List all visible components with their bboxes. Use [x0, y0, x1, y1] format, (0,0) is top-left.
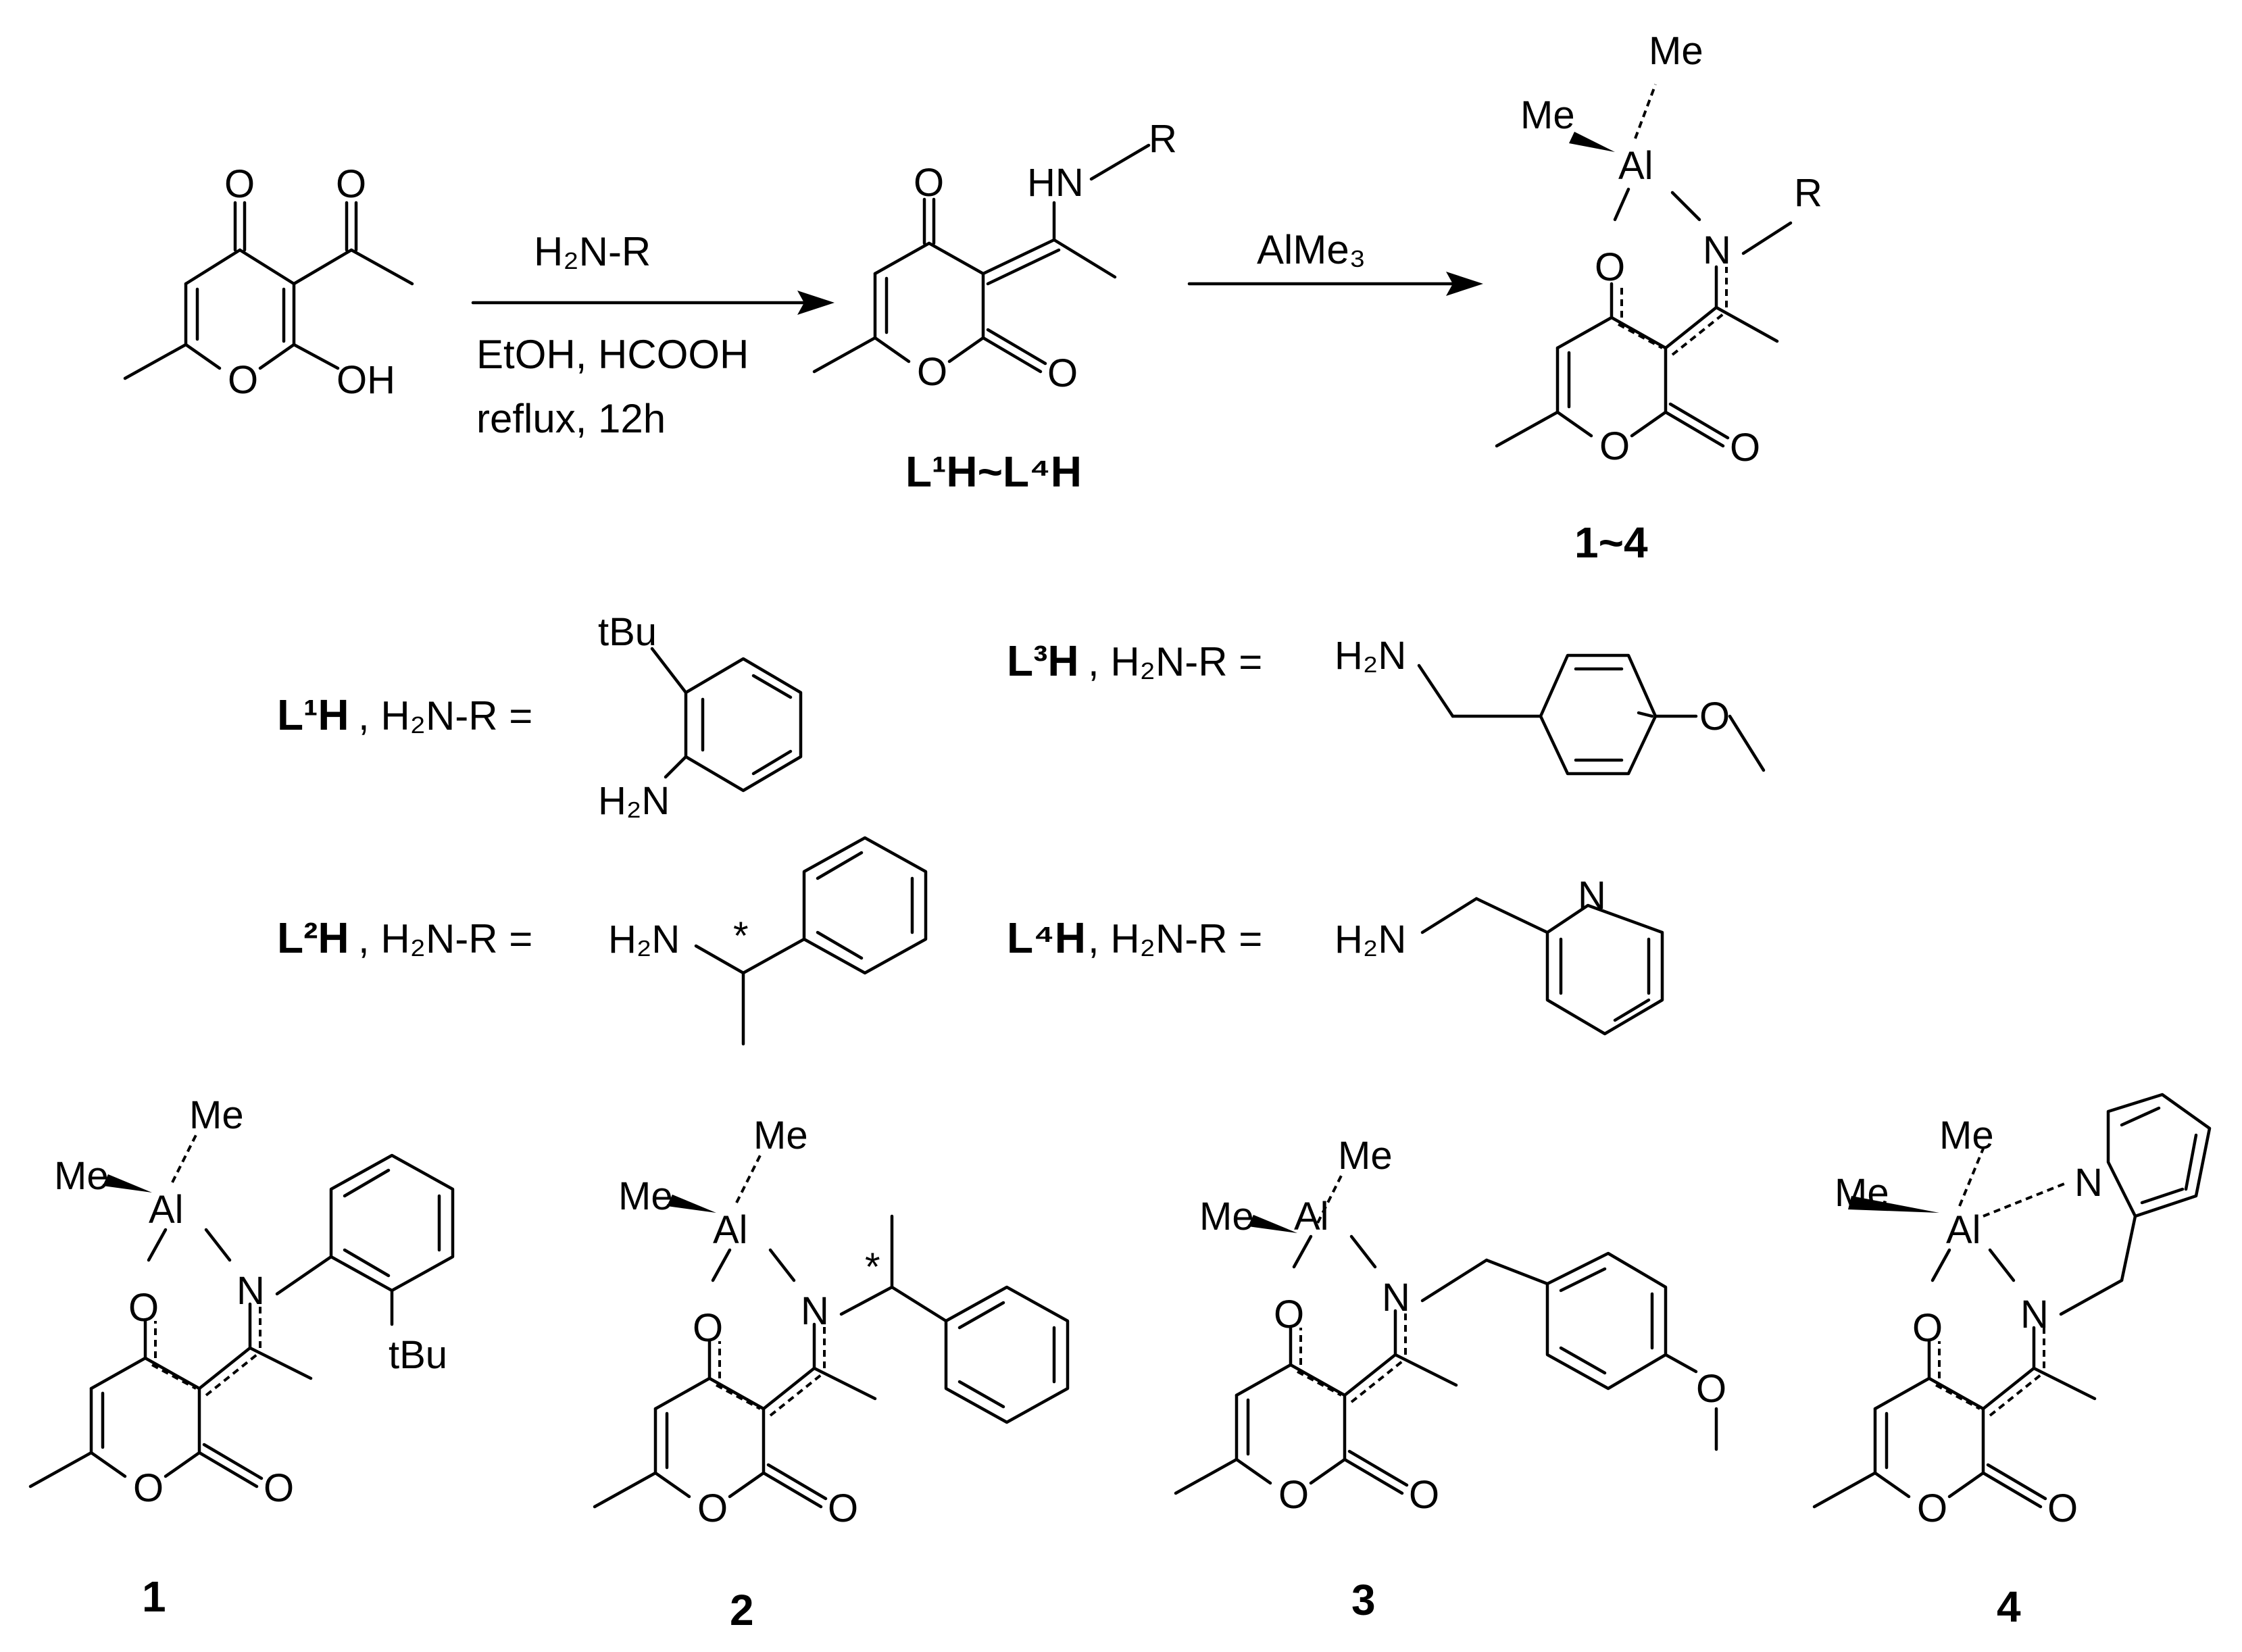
ring-O: O — [1599, 424, 1630, 468]
atom-Me: Me — [54, 1154, 109, 1198]
atom-H2N: H₂N — [598, 779, 670, 823]
label-complex-3: 3 — [1351, 1576, 1376, 1624]
atom-O: O — [1696, 1367, 1726, 1411]
reagent-almet3: AlMe₃ — [1257, 227, 1366, 272]
atom-Al: Al — [713, 1208, 748, 1252]
atom-O: O — [1047, 351, 1078, 395]
ring-O: O — [917, 350, 947, 394]
atom-Me: Me — [618, 1174, 673, 1218]
reagent-solvent: EtOH, HCOOH — [476, 332, 749, 377]
atom-O: O — [336, 162, 366, 206]
def-l3h: L³H , H₂N-R = H₂N O — [1007, 634, 1766, 776]
atom-N: N — [2020, 1293, 2049, 1336]
atom-O: O — [1912, 1306, 1943, 1350]
atom-Me: Me — [1835, 1171, 1889, 1215]
atom-O: O — [1274, 1293, 1304, 1336]
atom-Me: Me — [1649, 29, 1703, 73]
chiral-star: * — [733, 914, 749, 958]
label-l2h: L²H — [277, 913, 349, 962]
atom-Me: Me — [1338, 1134, 1393, 1178]
chiral-star: * — [865, 1245, 880, 1289]
arrow-step2 — [1187, 272, 1483, 296]
arrow-step1 — [471, 291, 834, 315]
atom-O: O — [1409, 1473, 1439, 1517]
atom-R: R — [1149, 117, 1177, 161]
atom-Al: Al — [1946, 1208, 1981, 1252]
ring-O: O — [1917, 1486, 1947, 1530]
label-l1h: L¹H — [277, 691, 349, 739]
atom-O: O — [1730, 426, 1760, 470]
def-l1h: L¹H , H₂N-R = tBu H₂N — [277, 610, 803, 823]
reagent-amine: H₂N-R — [534, 229, 651, 274]
dehydroacetic-acid: O O O OH — [123, 162, 414, 402]
def-l4h: L⁴H , H₂N-R = H₂N N — [1007, 874, 1664, 1036]
label-complex-1: 1 — [142, 1572, 166, 1621]
atom-R: R — [1794, 171, 1822, 215]
atom-Me: Me — [1520, 93, 1575, 137]
atom-Me: Me — [753, 1113, 808, 1157]
label-l3h: L³H — [1007, 636, 1079, 685]
ring-O: O — [697, 1486, 728, 1530]
label-complex-2: 2 — [730, 1586, 754, 1634]
atom-O: O — [264, 1466, 294, 1510]
atom-O: O — [1699, 695, 1730, 739]
atom-O: O — [224, 162, 255, 206]
atom-N: N — [1703, 228, 1731, 272]
atom-O: O — [914, 161, 944, 205]
atom-OH: OH — [337, 358, 395, 402]
atom-O: O — [1595, 245, 1625, 289]
atom-N: N — [236, 1269, 265, 1313]
atom-Al: Al — [1294, 1195, 1329, 1238]
atom-H2N: H₂N — [1335, 918, 1406, 961]
complex-3: O N Al Me Me O O O — [1174, 1134, 1726, 1517]
label-complexes: 1~4 — [1574, 518, 1648, 567]
eq-text: , H₂N-R = — [358, 693, 532, 739]
atom-Al: Al — [149, 1188, 184, 1232]
eq-text: , H₂N-R = — [358, 916, 532, 961]
label-ligands: L¹H~L⁴H — [905, 447, 1082, 496]
atom-O: O — [828, 1486, 858, 1530]
atom-Me: Me — [1939, 1113, 1994, 1157]
atom-Me: Me — [1199, 1195, 1254, 1238]
label-complex-4: 4 — [1997, 1582, 2021, 1631]
atom-Me: Me — [189, 1093, 244, 1137]
atom-H2N: H₂N — [608, 918, 680, 961]
ring-O: O — [228, 358, 258, 402]
atom-N: N — [2074, 1161, 2103, 1205]
atom-N: N — [1382, 1276, 1410, 1320]
ring-O: O — [133, 1466, 164, 1510]
atom-O: O — [693, 1306, 723, 1350]
atom-Al: Al — [1618, 144, 1653, 188]
label-l4h: L⁴H — [1007, 913, 1086, 962]
complex-2: O N Al Me Me * O O — [593, 1113, 1070, 1530]
atom-HN: HN — [1027, 161, 1084, 205]
atom-N: N — [1578, 874, 1606, 918]
def-l2h: L²H , H₂N-R = H₂N * — [277, 836, 928, 1046]
atom-tBu: tBu — [598, 610, 657, 654]
eq-text: , H₂N-R = — [1088, 916, 1262, 961]
atom-O: O — [2047, 1486, 2078, 1530]
atom-H2N: H₂N — [1335, 634, 1406, 678]
reagent-conditions: reflux, 12h — [476, 396, 666, 441]
complex-4: O N N Al Me Me O O — [1812, 1093, 2212, 1530]
atom-tBu: tBu — [389, 1333, 447, 1377]
ligand-structure: O O O HN R — [812, 117, 1177, 395]
complex-1: O N Al Me Me tBu O O — [28, 1093, 455, 1510]
atom-N: N — [801, 1289, 829, 1333]
eq-text: , H₂N-R = — [1088, 639, 1262, 684]
atom-O: O — [128, 1286, 159, 1330]
complex-generic: O N R Al Me Me O O — [1495, 29, 1822, 470]
ring-O: O — [1278, 1473, 1309, 1517]
